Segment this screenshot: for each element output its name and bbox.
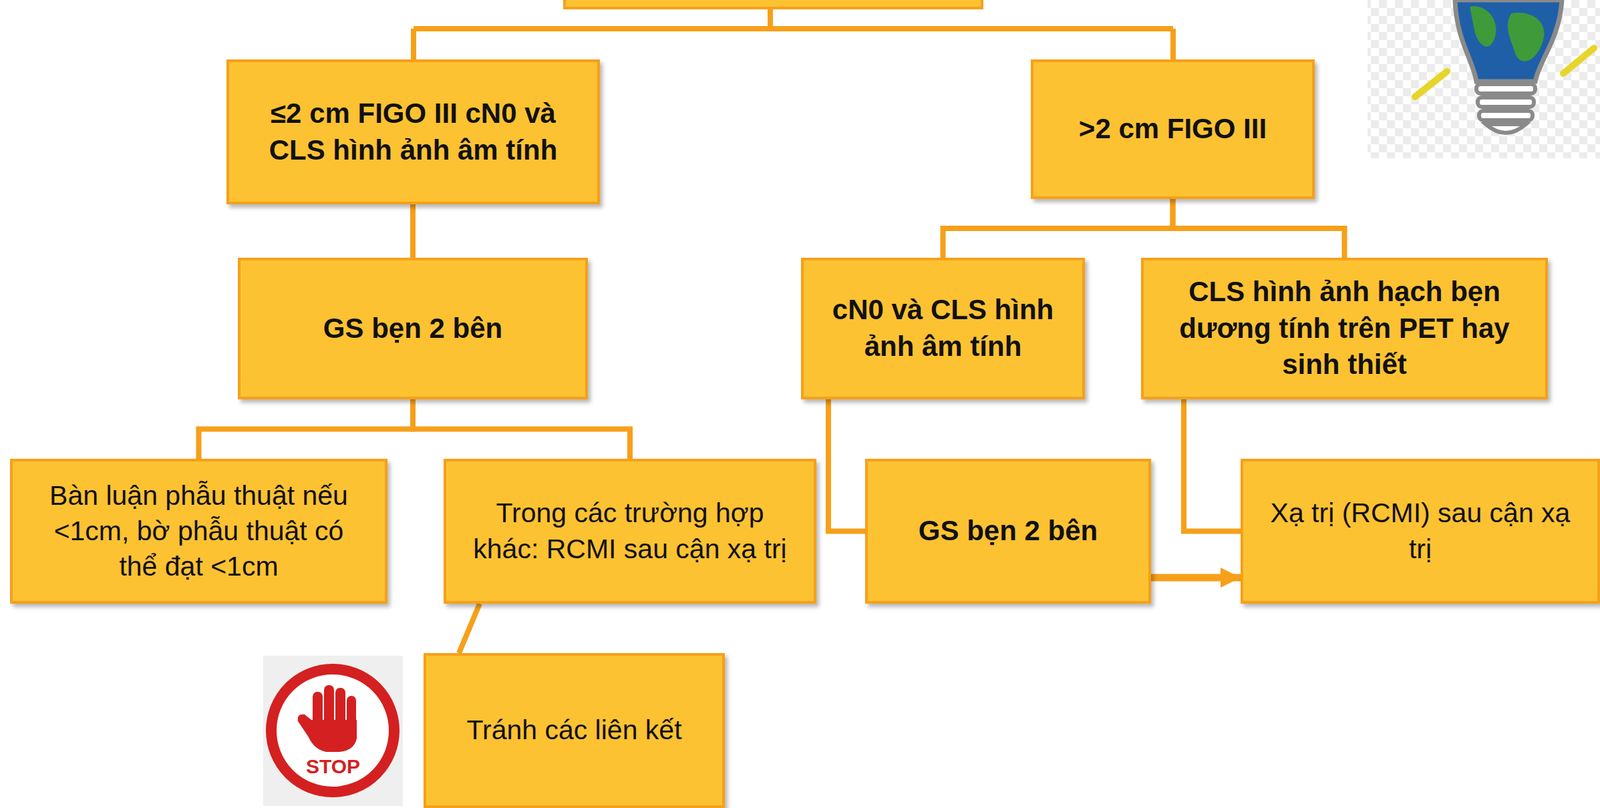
condition-box: cN0 và CLS hình ảnh âm tính	[801, 257, 1085, 400]
connector-line	[943, 199, 1174, 258]
box-text: Bàn luận phẫu thuật nếu <1cm, bờ phẫu th…	[32, 478, 365, 586]
condition-box: CLS hình ảnh hạch bẹn dương tính trên PE…	[1141, 257, 1548, 400]
connector-line	[828, 399, 866, 532]
treatment-box: Trong các trường hợp khác: RCMI sau cận …	[443, 458, 817, 604]
connector-line	[458, 603, 480, 654]
warning-box: Tránh các liên kết	[423, 653, 725, 808]
connector-line	[1183, 399, 1241, 532]
connector-line	[1173, 199, 1345, 258]
box-text: cN0 và CLS hình ảnh âm tính	[830, 291, 1056, 365]
stop-sign-icon	[263, 656, 403, 807]
box-text: GS bẹn 2 bên	[918, 513, 1098, 550]
treatment-box: Xạ trị (RCMI) sau cận xạ trị	[1240, 458, 1600, 604]
box-text: Tránh các liên kết	[466, 712, 682, 749]
cut-off-box	[564, 0, 983, 9]
connector-line	[410, 204, 416, 258]
condition-box: ≤2 cm FIGO III cN0 và CLS hình ảnh âm tí…	[226, 59, 600, 205]
connector-arrow	[1151, 573, 1241, 582]
box-text: CLS hình ảnh hạch bẹn dương tính trên PE…	[1163, 273, 1526, 384]
connector-line	[199, 399, 414, 459]
process-box: GS bẹn 2 bên	[237, 257, 588, 400]
condition-box: >2 cm FIGO III	[1030, 59, 1315, 200]
lightbulb-icon	[1367, 0, 1600, 159]
box-text: Xạ trị (RCMI) sau cận xạ trị	[1269, 495, 1571, 568]
box-text: GS bẹn 2 bên	[323, 310, 503, 348]
tree-line	[413, 8, 1174, 60]
treatment-box: Bàn luận phẫu thuật nếu <1cm, bờ phẫu th…	[10, 458, 388, 604]
process-box: GS bẹn 2 bên	[865, 458, 1152, 604]
connector-line	[412, 399, 630, 459]
stop-sign-text: STOP	[263, 753, 403, 781]
box-text: Trong các trường hợp khác: RCMI sau cận …	[472, 495, 787, 568]
box-text: ≤2 cm FIGO III cN0 và CLS hình ảnh âm tí…	[266, 95, 560, 169]
box-text: >2 cm FIGO III	[1078, 110, 1267, 148]
